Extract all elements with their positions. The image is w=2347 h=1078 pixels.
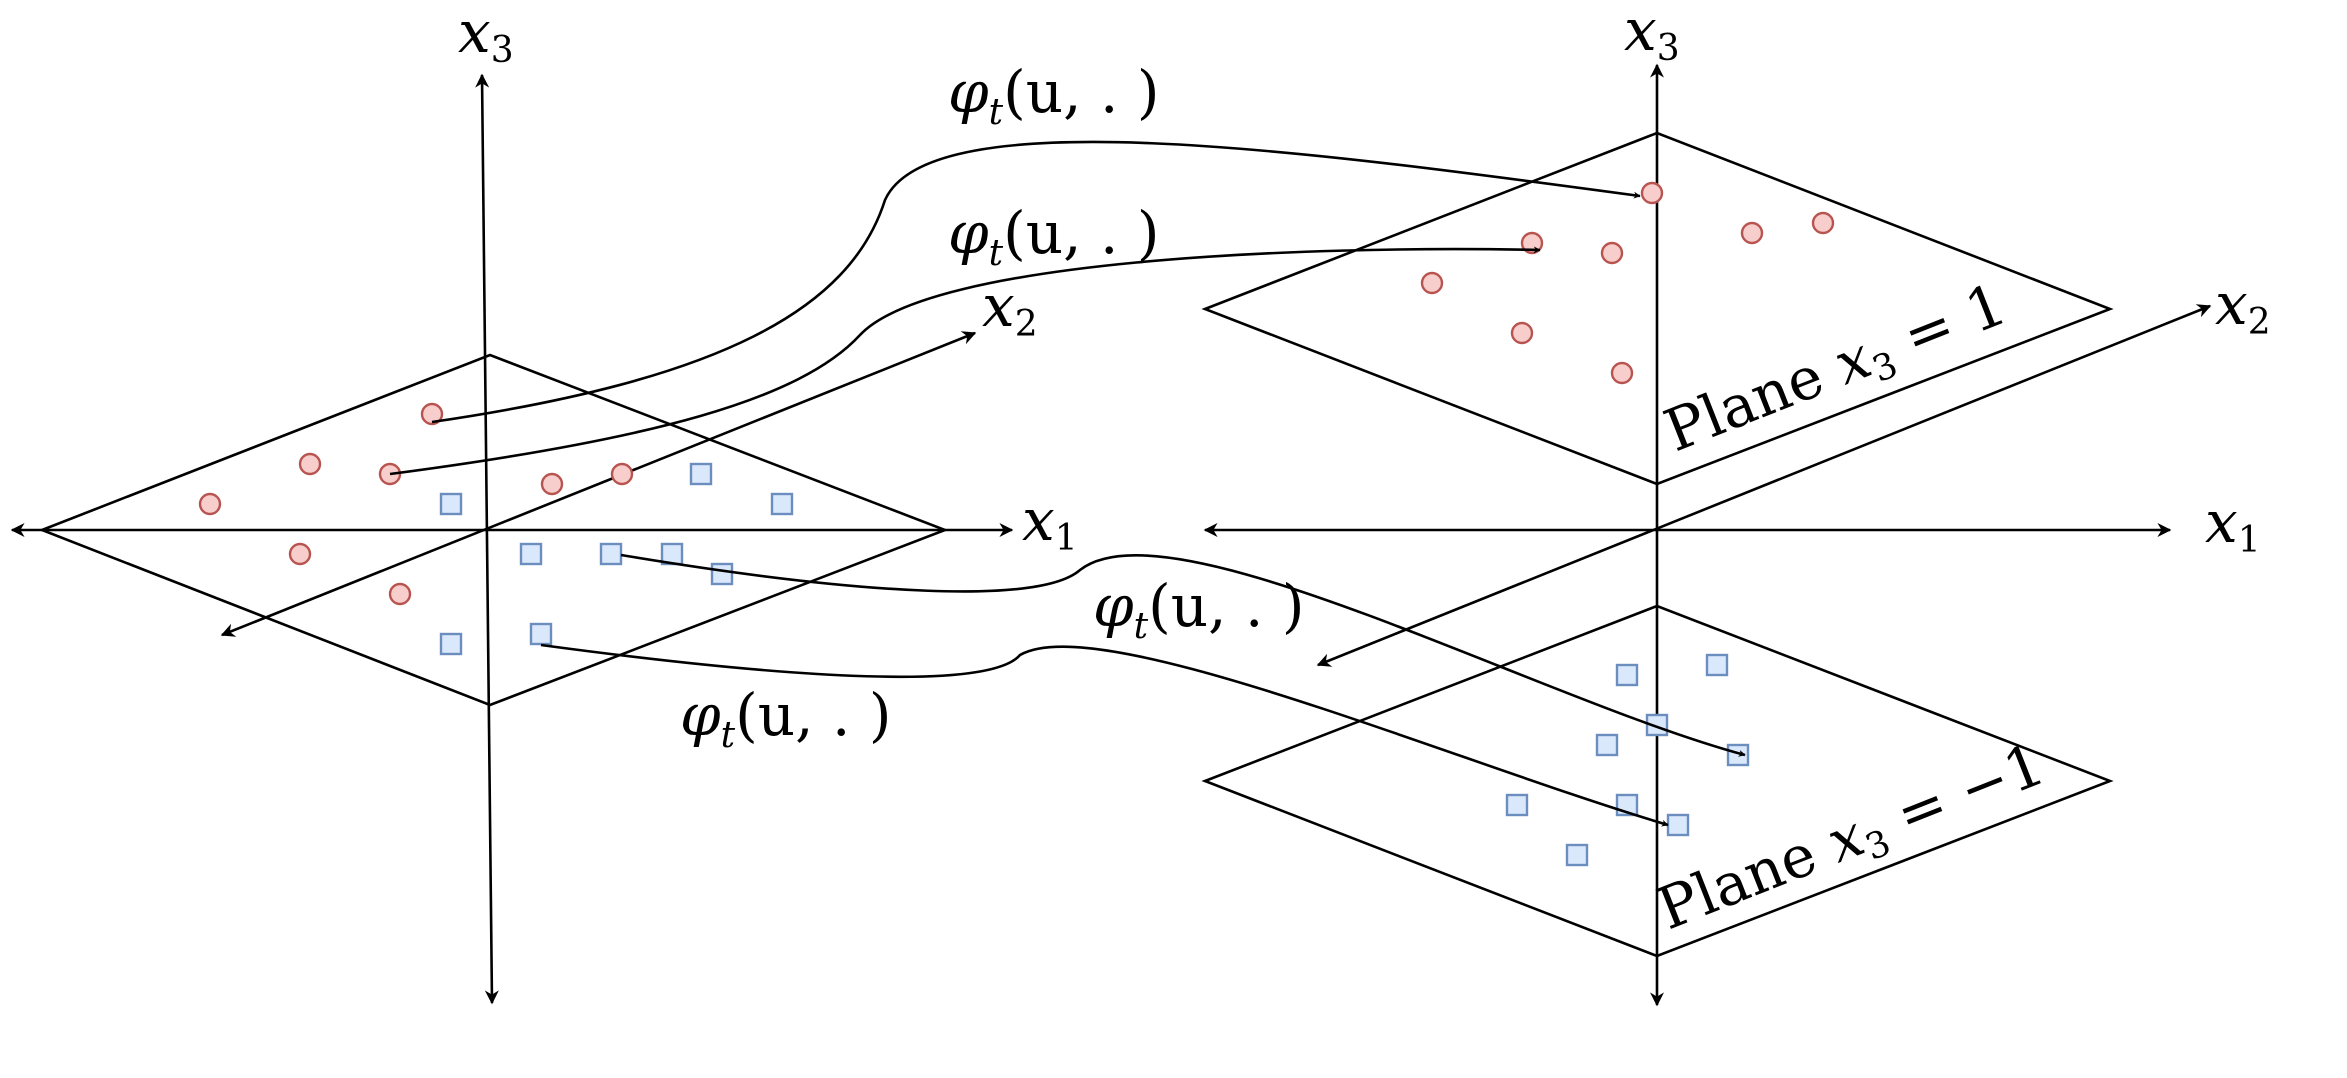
red-point [1510,321,1534,345]
blue-point [439,492,463,516]
red-point [1610,361,1634,385]
red-point [198,492,222,516]
right-x2-axis [1316,304,2212,667]
left-x2-axis [220,331,977,637]
right-x1-label: x1 [2205,488,2261,561]
blue-point [1615,663,1639,687]
map-arrow-3 [620,553,1746,757]
blue-point [1595,733,1619,757]
left-x3-label: x3 [458,0,514,71]
red-point [610,462,634,486]
map-label-1: φt(u, . ) [948,58,1159,133]
red-point [1420,271,1444,295]
right-axes [1203,63,2212,1007]
blue-point [710,562,734,586]
map-arrow-4 [540,643,1669,827]
left-x1-label: x1 [1022,486,1078,559]
left-axes [10,73,1014,1005]
blue-point [689,462,713,486]
blue-point [770,492,794,516]
red-point [1740,221,1764,245]
lower-blue-points [1505,653,1750,867]
red-point [1640,181,1664,205]
mapping-arrows [389,140,1746,827]
left-red-points [198,402,634,606]
right-x3-label: x3 [1624,0,1680,69]
right-x2-label: x2 [2215,270,2271,343]
red-point [288,542,312,566]
blue-point [1705,653,1729,677]
lower-plane-label: Plane x3 = −1 [1648,730,2055,948]
map-arrow-1 [431,140,1641,424]
blue-point [519,542,543,566]
red-point [1600,241,1624,265]
blue-point [529,622,553,646]
left-x3-axis [475,73,499,1005]
red-point [388,582,412,606]
blue-point [1505,793,1529,817]
red-point [1811,211,1835,235]
map-label-2: φt(u, . ) [948,199,1159,274]
left-blue-points [439,462,794,656]
map-label-3: φt(u, . ) [1093,572,1304,647]
blue-point [599,542,623,566]
red-point [420,402,444,426]
map-label-4: φt(u, . ) [680,681,891,756]
blue-point [1565,843,1589,867]
map-arrow-2 [389,246,1541,476]
upper-plane-label: Plane x3 = 1 [1655,270,2017,470]
blue-point [1666,813,1690,837]
blue-point [439,632,463,656]
upper-red-points [1420,181,1835,385]
red-point [540,472,564,496]
red-point [298,452,322,476]
